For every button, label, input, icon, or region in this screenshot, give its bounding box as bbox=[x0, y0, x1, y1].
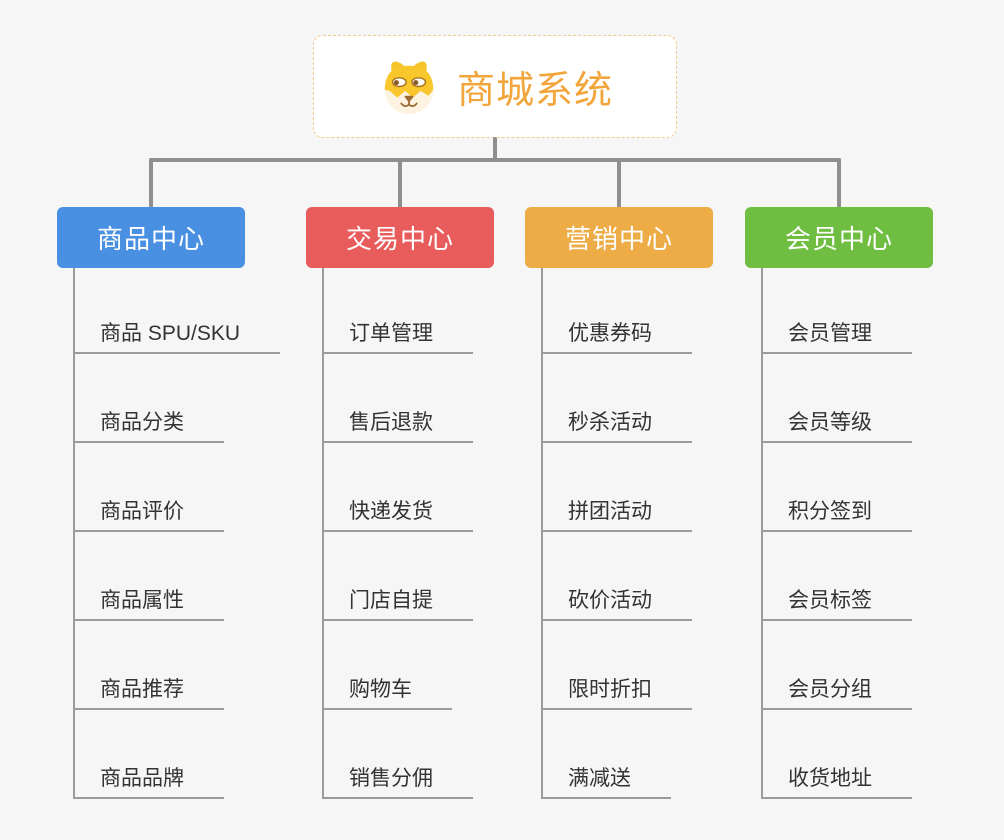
leaf-node[interactable]: 砍价活动 bbox=[541, 532, 692, 621]
leaf-node[interactable]: 商品评价 bbox=[73, 443, 224, 532]
leaf-node[interactable]: 商品分类 bbox=[73, 354, 224, 443]
leaf-node[interactable]: 商品品牌 bbox=[73, 710, 224, 799]
leaf-node[interactable]: 商品 SPU/SKU bbox=[73, 268, 281, 354]
leaf-node[interactable]: 购物车 bbox=[322, 621, 452, 710]
leaf-node[interactable]: 商品属性 bbox=[73, 532, 224, 621]
connector-drop-2 bbox=[398, 158, 402, 208]
branch-node-member-center[interactable]: 会员中心 bbox=[745, 207, 933, 268]
connector-horizontal bbox=[149, 158, 841, 162]
leaf-node[interactable]: 会员标签 bbox=[761, 532, 912, 621]
connector-root-stub bbox=[493, 137, 497, 161]
leaf-node[interactable]: 会员等级 bbox=[761, 354, 912, 443]
branch-list-trade-center: 订单管理 售后退款 快递发货 门店自提 购物车 销售分佣 bbox=[322, 268, 473, 799]
leaf-node[interactable]: 限时折扣 bbox=[541, 621, 692, 710]
leaf-node[interactable]: 秒杀活动 bbox=[541, 354, 692, 443]
leaf-node[interactable]: 快递发货 bbox=[322, 443, 473, 532]
root-title: 商城系统 bbox=[456, 70, 613, 112]
root-node-mall-system[interactable]: 商城系统 bbox=[313, 35, 677, 138]
branch-node-product-center[interactable]: 商品中心 bbox=[57, 207, 245, 268]
leaf-node[interactable]: 收货地址 bbox=[761, 710, 912, 799]
connector-drop-1 bbox=[149, 158, 153, 208]
leaf-node[interactable]: 门店自提 bbox=[322, 532, 473, 621]
leaf-node[interactable]: 商品推荐 bbox=[73, 621, 224, 710]
connector-drop-3 bbox=[617, 158, 621, 208]
leaf-node[interactable]: 会员管理 bbox=[761, 268, 912, 354]
leaf-node[interactable]: 积分签到 bbox=[761, 443, 912, 532]
leaf-node[interactable]: 会员分组 bbox=[761, 621, 912, 710]
leaf-node[interactable]: 销售分佣 bbox=[322, 710, 473, 799]
leaf-node[interactable]: 售后退款 bbox=[322, 354, 473, 443]
leaf-node[interactable]: 满减送 bbox=[541, 710, 671, 799]
leaf-node[interactable]: 拼团活动 bbox=[541, 443, 692, 532]
leaf-node[interactable]: 优惠券码 bbox=[541, 268, 692, 354]
branch-list-marketing-center: 优惠券码 秒杀活动 拼团活动 砍价活动 限时折扣 满减送 bbox=[541, 268, 692, 799]
connector-drop-4 bbox=[837, 158, 841, 208]
dog-face-icon bbox=[377, 56, 441, 118]
leaf-node[interactable]: 订单管理 bbox=[322, 268, 473, 354]
branch-list-product-center: 商品 SPU/SKU 商品分类 商品评价 商品属性 商品推荐 商品品牌 bbox=[73, 268, 281, 799]
branch-node-marketing-center[interactable]: 营销中心 bbox=[525, 207, 713, 268]
branch-list-member-center: 会员管理 会员等级 积分签到 会员标签 会员分组 收货地址 bbox=[761, 268, 912, 799]
branch-node-trade-center[interactable]: 交易中心 bbox=[306, 207, 494, 268]
